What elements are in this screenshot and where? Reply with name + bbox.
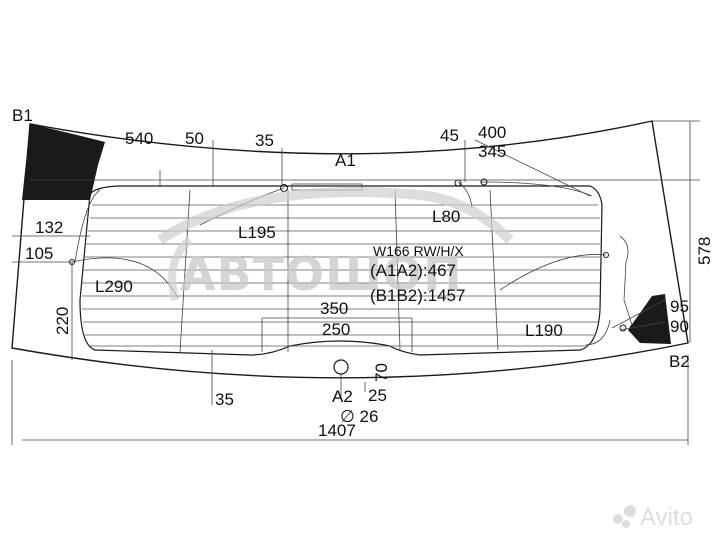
dim-70: 70 [372,363,391,382]
watermark-brand: АВТОШОП [180,247,463,301]
dim-1407: 1407 [318,421,356,440]
model-code: W166 RW/H/X [373,243,464,259]
camera-hole [333,359,349,375]
shaded-corner-right [628,294,671,344]
dim-578: 578 [695,237,714,265]
svg-text:Avito: Avito [640,504,693,531]
watermark-logo: АВТОШОП [157,187,514,301]
dim-540: 540 [125,129,153,148]
dim-45: 45 [440,126,459,145]
dim-26: ∅ 26 [340,407,378,426]
dim-90: 90 [670,317,689,336]
a1a2-dimension: (A1A2):467 [370,261,456,280]
length-l190: L190 [525,321,563,340]
dimension-lines [11,120,700,445]
point-b2: B2 [669,352,690,371]
heater-lines [82,189,600,353]
dim-95: 95 [670,297,689,316]
point-a2: A2 [332,387,353,406]
heated-area-outline [79,185,603,356]
length-l80: L80 [432,207,460,226]
length-l195: L195 [238,223,276,242]
avito-watermark: Avito [613,504,693,531]
dim-35-top: 35 [255,131,274,150]
dim-400: 400 [478,123,506,142]
point-b1: B1 [12,106,33,125]
dim-345: 345 [478,142,506,161]
dim-350: 350 [320,299,348,318]
dim-220: 220 [53,307,72,335]
b1b2-dimension: (B1B2):1457 [370,286,465,305]
dim-105: 105 [25,244,53,263]
dim-132: 132 [35,218,63,237]
dim-50: 50 [185,129,204,148]
shaded-corner-left [22,124,105,200]
dim-250: 250 [322,320,350,339]
dim-25: 25 [368,386,387,405]
dim-35-bottom: 35 [215,390,234,409]
length-l290: L290 [95,277,133,296]
point-a1: A1 [335,151,356,170]
